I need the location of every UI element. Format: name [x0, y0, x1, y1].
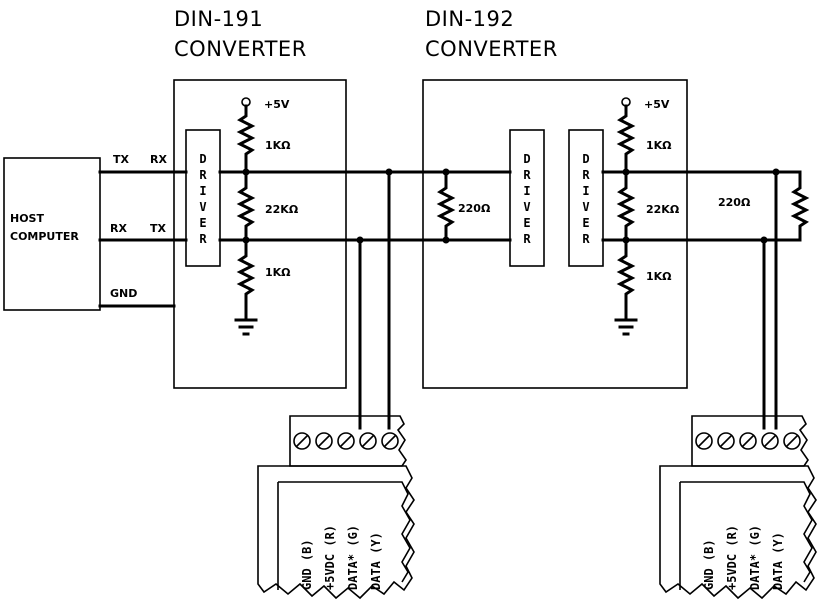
pin-label-rx-right: RX	[150, 153, 167, 166]
junction-dot	[242, 236, 250, 244]
resistor-icon	[616, 170, 636, 242]
resistor-icon	[616, 104, 636, 174]
junction-dot	[622, 236, 630, 244]
terminal-label-5vdc: +5VDC (R)	[725, 525, 739, 590]
driver-letter: V	[199, 200, 206, 214]
screw-terminal-icon	[739, 432, 757, 450]
device-terminal-block-left	[257, 415, 415, 600]
driver-letter: V	[523, 200, 530, 214]
driver-letter: D	[199, 152, 206, 166]
driver-letter: I	[582, 184, 589, 198]
din192-title-line1: DIN-192	[425, 7, 514, 31]
device-terminal-block-right	[659, 415, 817, 600]
driver-letter: D	[582, 152, 589, 166]
screw-terminal-icon	[783, 432, 801, 450]
ground-icon	[614, 318, 638, 336]
terminal-label-data-star: DATA* (G)	[346, 525, 360, 590]
host-label-line1: HOST	[10, 212, 44, 225]
din191-vplus-label: +5V	[264, 98, 290, 111]
driver-letter: V	[582, 200, 589, 214]
screw-terminal-icon	[381, 432, 399, 450]
pin-label-rx-left: RX	[110, 222, 127, 235]
terminal-label-data: DATA (Y)	[369, 532, 383, 590]
driver-letter: E	[199, 216, 206, 230]
host-computer-box	[3, 157, 101, 311]
junction-dot	[442, 236, 450, 244]
resistor-icon	[236, 238, 256, 320]
resistor-icon	[436, 170, 456, 242]
din192-title-line2: CONVERTER	[425, 37, 558, 61]
driver-letter: R	[523, 232, 531, 246]
din191-r-mid-label: 22KΩ	[265, 203, 299, 216]
terminal-label-data: DATA (Y)	[771, 532, 785, 590]
din192-converter-box	[422, 79, 688, 389]
screw-terminal-icon	[359, 432, 377, 450]
din192-driver-box-left	[509, 129, 545, 267]
screw-terminal-icon	[315, 432, 333, 450]
driver-letter: I	[199, 184, 206, 198]
resistor-icon	[616, 238, 636, 320]
host-label-line2: COMPUTER	[10, 230, 79, 243]
din192-r-term-right-label: 220Ω	[718, 196, 751, 209]
resistor-icon	[236, 104, 256, 174]
din192-vplus-label: +5V	[644, 98, 670, 111]
din191-driver-box	[185, 129, 221, 267]
din191-r-top-label: 1KΩ	[265, 139, 291, 152]
screw-terminal-icon	[717, 432, 735, 450]
din191-title-line1: DIN-191	[174, 7, 263, 31]
driver-letter: R	[523, 168, 531, 182]
screw-terminal-icon	[695, 432, 713, 450]
junction-dot	[442, 168, 450, 176]
junction-dot	[622, 168, 630, 176]
din192-r-top-label: 1KΩ	[646, 139, 672, 152]
ground-icon	[234, 318, 258, 336]
screw-terminal-icon	[293, 432, 311, 450]
screw-terminal-icon	[337, 432, 355, 450]
terminal-label-5vdc: +5VDC (R)	[323, 525, 337, 590]
din191-r-bot-label: 1KΩ	[265, 266, 291, 279]
din191-title-line2: CONVERTER	[174, 37, 307, 61]
din192-r-bot-label: 1KΩ	[646, 270, 672, 283]
din191-converter-box	[173, 79, 347, 389]
pin-label-tx-left: TX	[113, 153, 130, 166]
pin-label-tx-right: TX	[150, 222, 167, 235]
screw-terminal-icon	[761, 432, 779, 450]
terminal-label-gnd: GND (B)	[702, 539, 716, 590]
driver-letter: I	[523, 184, 530, 198]
resistor-icon	[236, 170, 256, 242]
driver-letter: R	[582, 232, 590, 246]
pin-label-gnd: GND	[110, 287, 137, 300]
driver-letter: R	[582, 168, 590, 182]
driver-letter: E	[582, 216, 589, 230]
resistor-icon	[790, 170, 810, 242]
din192-r-term-left-label: 220Ω	[458, 202, 491, 215]
driver-letter: E	[523, 216, 530, 230]
terminal-label-gnd: GND (B)	[300, 539, 314, 590]
junction-dot	[242, 168, 250, 176]
din192-driver-box-right	[568, 129, 604, 267]
driver-letter: R	[199, 168, 207, 182]
terminal-label-data-star: DATA* (G)	[748, 525, 762, 590]
din192-r-mid-label: 22KΩ	[646, 203, 680, 216]
driver-letter: R	[199, 232, 207, 246]
driver-letter: D	[523, 152, 530, 166]
